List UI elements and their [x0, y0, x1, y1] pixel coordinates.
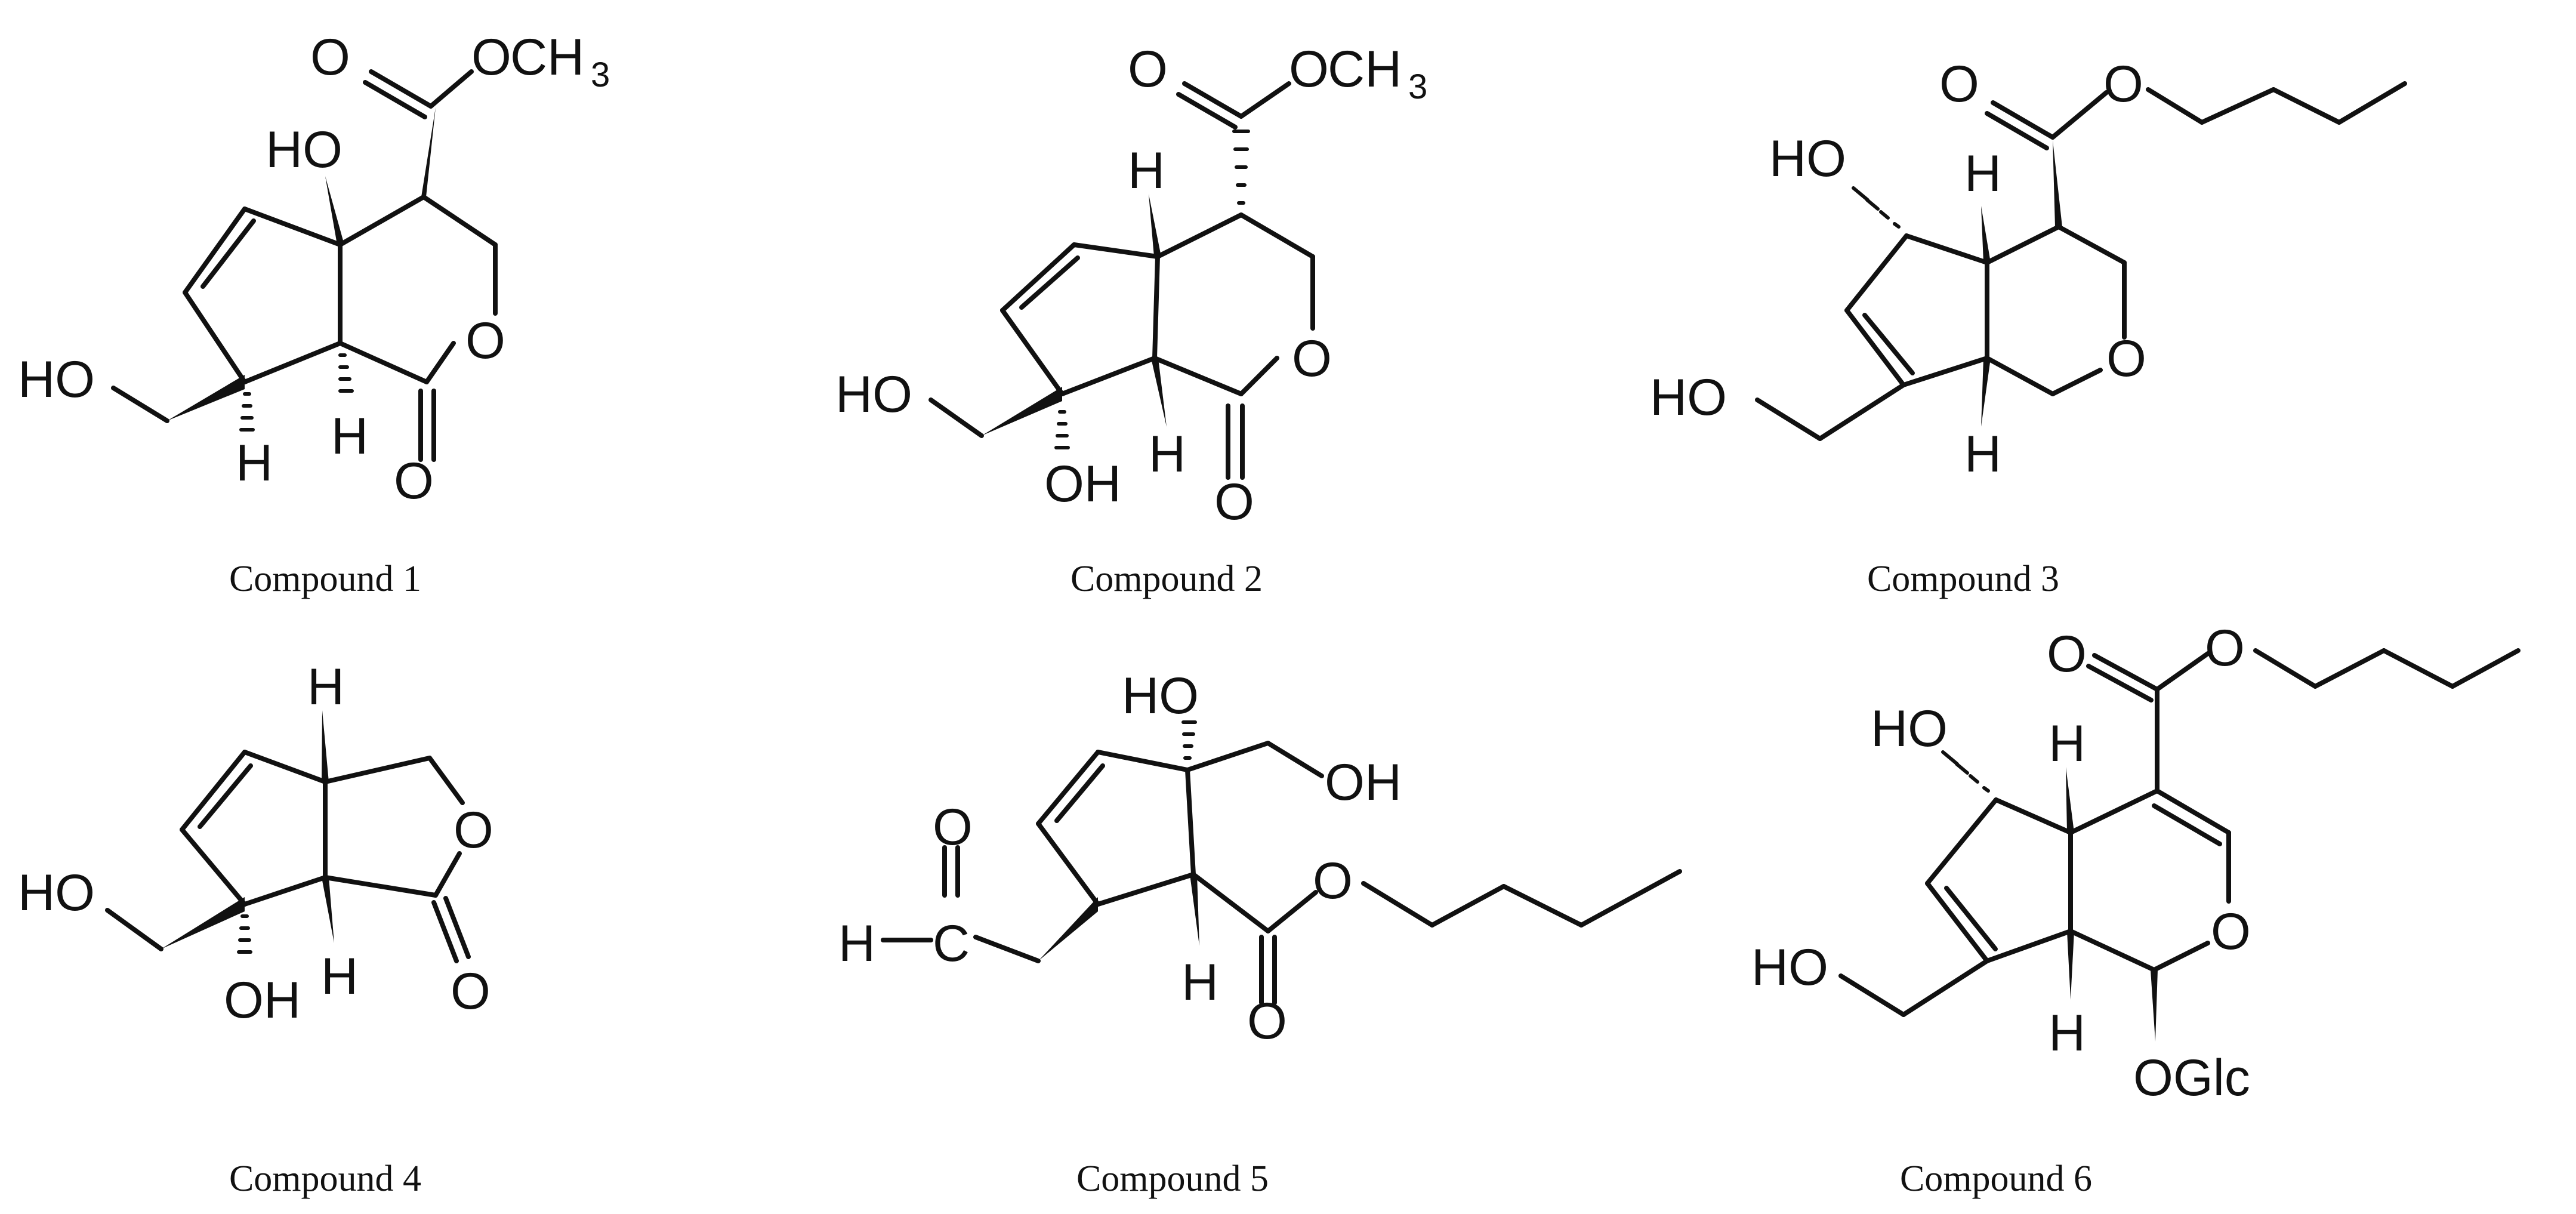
hydroxyl-label: HO	[1122, 667, 1199, 725]
glucoside-label: OGlc	[2133, 1049, 2250, 1107]
ring-oxygen-label: O	[465, 312, 505, 369]
hydrogen-label: H	[1964, 145, 2001, 202]
hydrogen-label: H	[1149, 426, 1186, 483]
ring-oxygen-label: O	[1292, 330, 1332, 387]
hydrogen-label: H	[1128, 142, 1165, 199]
hydrogen-label: H	[1181, 954, 1218, 1011]
aldehyde-oxygen-label: O	[933, 799, 973, 856]
compound-1-caption: Compound 1	[229, 559, 421, 599]
aldehyde-hydrogen-label: H	[838, 915, 875, 972]
compound-5-structure: HO OH O H C O O H	[838, 667, 1682, 1050]
carbonyl-oxygen-label: O	[1128, 41, 1168, 98]
compound-5-caption: Compound 5	[1076, 1158, 1269, 1199]
ester-oxygen-label: O	[2103, 56, 2143, 113]
compound-2-structure: O O CH 3 H O O HO OH H	[835, 41, 1427, 531]
ring-oxygen-label: O	[2211, 903, 2251, 960]
hydrogen-label: H	[321, 948, 358, 1005]
methyl-subscript: 3	[591, 56, 610, 94]
lactone-carbonyl-oxygen-label: O	[1214, 473, 1254, 531]
hydroxymethyl-label: HO	[835, 366, 912, 423]
hydroxyl-label: OH	[224, 972, 301, 1029]
hydrogen-label: H	[236, 435, 273, 492]
ester-oxygen-label: O	[471, 29, 511, 86]
compound-4-structure: H O O HO OH H	[18, 658, 493, 1029]
hydroxyl-label: HO	[1871, 700, 1948, 757]
carbonyl-oxygen-label: O	[2047, 626, 2087, 683]
ring-oxygen-label: O	[2106, 330, 2146, 387]
lactone-carbonyl-oxygen-label: O	[451, 963, 490, 1020]
hydroxymethyl-label: HO	[18, 864, 95, 922]
hydrogen-label: H	[307, 658, 344, 716]
carbonyl-oxygen-label: O	[1939, 56, 1979, 113]
methyl-subscript: 3	[1408, 67, 1427, 106]
methyl-label: CH	[510, 29, 584, 86]
compound-3-structure: O O O HO HO H H	[1650, 56, 2407, 483]
hydrogen-label: H	[331, 408, 368, 465]
hydroxymethyl-label: HO	[1650, 369, 1727, 426]
hydrogen-label: H	[2049, 715, 2086, 772]
compound-6-structure: O O HO H O HO H OGlc	[1751, 620, 2521, 1107]
ester-oxygen-label: O	[1313, 852, 1353, 910]
ester-oxygen-label: O	[1289, 41, 1329, 98]
carbonyl-oxygen-label: O	[310, 29, 350, 86]
hydroxymethyl-label: HO	[18, 351, 95, 408]
hydroxyl-label: HO	[1769, 130, 1846, 187]
methyl-label: CH	[1328, 41, 1402, 98]
hydroxymethyl-label: HO	[1751, 939, 1828, 996]
ring-oxygen-label: O	[454, 802, 493, 859]
compound-3-caption: Compound 3	[1867, 559, 2059, 599]
compound-6-caption: Compound 6	[1900, 1158, 2092, 1199]
hydroxyl-label: OH	[1044, 455, 1121, 513]
hydroxymethyl-label: OH	[1325, 754, 1402, 811]
hydrogen-label: H	[1964, 426, 2001, 483]
compound-2-caption: Compound 2	[1070, 559, 1263, 599]
compound-4-caption: Compound 4	[229, 1158, 421, 1199]
lactone-carbonyl-oxygen-label: O	[394, 452, 434, 510]
hydrogen-label: H	[2049, 1005, 2086, 1062]
compound-1-structure: O O CH 3 HO O O HO H H	[18, 29, 610, 510]
hydroxyl-label: HO	[266, 121, 343, 178]
aldehyde-carbon-label: C	[933, 915, 970, 972]
carbonyl-oxygen-label: O	[1247, 993, 1287, 1050]
ester-oxygen-label: O	[2205, 620, 2245, 677]
